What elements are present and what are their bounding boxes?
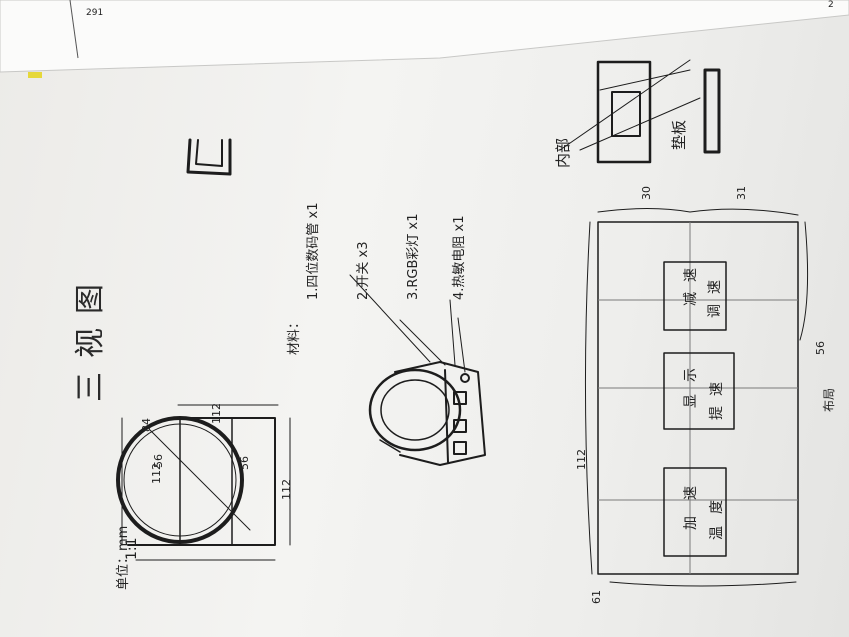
dim-label: 56 xyxy=(238,456,251,470)
materials-item: 2.开关 x3 xyxy=(356,241,371,300)
dim-label: 84 xyxy=(140,418,153,432)
device-sketch xyxy=(349,274,486,466)
side-detail-drawing xyxy=(559,59,721,164)
materials-item: 1.四位数码管 x1 xyxy=(306,202,321,300)
dim-label: 56 xyxy=(814,341,827,355)
board-label: 垫板 xyxy=(670,119,688,150)
dim-label: 112 xyxy=(280,479,293,500)
materials-heading: 材料： xyxy=(287,315,302,355)
layout-box-label: 提速 xyxy=(709,372,725,420)
page-title: 三视图 xyxy=(73,270,108,402)
layout-caption: 布局 xyxy=(822,387,836,412)
page-number-right: 2 xyxy=(828,0,834,10)
layout-box-label: 调速 xyxy=(707,270,723,318)
yellow-tab xyxy=(28,72,42,78)
materials-item: 3.RGB彩灯 x1 xyxy=(406,213,421,300)
layout-grid xyxy=(584,208,809,587)
layout-box-label: 显示 xyxy=(683,356,699,408)
front-view-drawing xyxy=(116,404,291,561)
dim-label: 30 xyxy=(640,186,653,200)
inner-label: 内部 xyxy=(554,137,572,168)
materials-item: 4.热敏电阻 x1 xyxy=(452,215,467,300)
dim-label: 112 xyxy=(575,449,588,470)
dim-label: 112 xyxy=(210,403,223,424)
layout-box-label: 减速 xyxy=(683,258,699,306)
page-number: 291 xyxy=(86,8,104,18)
dim-label: 56 xyxy=(152,454,165,468)
dim-label: 31 xyxy=(735,186,748,200)
layout-box-label: 加速 xyxy=(683,470,699,530)
dim-label: 61 xyxy=(590,590,603,604)
layout-box-label: 温度 xyxy=(709,488,725,540)
scale-label: 1:1 xyxy=(124,537,140,560)
